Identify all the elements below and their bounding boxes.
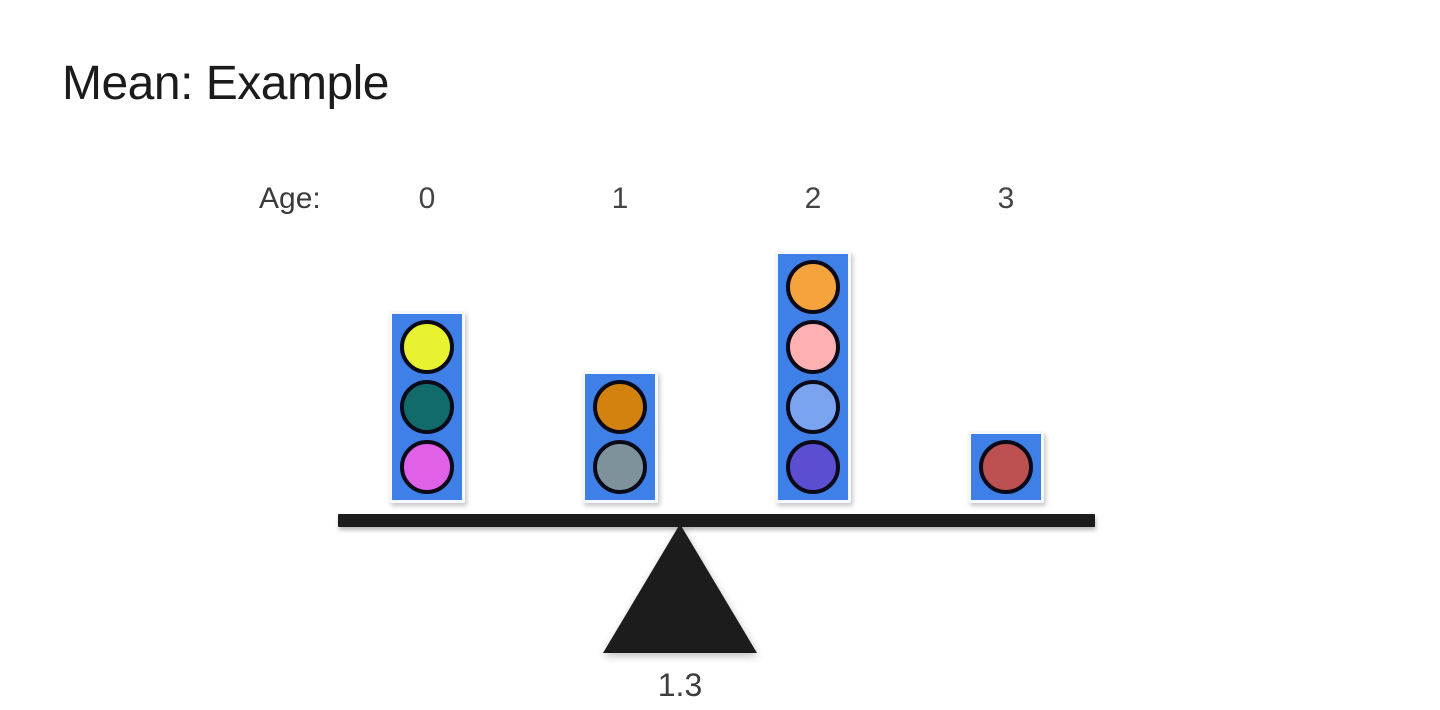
dot-pink: [786, 320, 840, 374]
age-tick-3: 3: [997, 182, 1015, 215]
dot-yellow: [400, 320, 454, 374]
dot-light-blue: [786, 380, 840, 434]
dot-stack-age-3: [968, 431, 1044, 503]
dot-slate-gray: [593, 440, 647, 494]
mean-value-label: 1.3: [657, 667, 703, 703]
age-tick-1: 1: [611, 182, 629, 215]
dot-stack-age-2: [775, 251, 851, 503]
balance-beam: [338, 514, 1095, 527]
page-title: Mean: Example: [62, 57, 390, 110]
dot-brick-red: [979, 440, 1033, 494]
dot-orange: [786, 260, 840, 314]
age-axis-label: Age:: [259, 182, 321, 215]
dot-stack-age-0: [389, 311, 465, 503]
dot-teal: [400, 380, 454, 434]
dot-magenta: [400, 440, 454, 494]
dot-purple: [786, 440, 840, 494]
age-tick-2: 2: [804, 182, 822, 215]
dot-dark-orange: [593, 380, 647, 434]
dot-stack-age-1: [582, 371, 658, 503]
age-tick-0: 0: [418, 182, 436, 215]
age-axis: Age: 0 1 2 3: [0, 178, 1440, 220]
fulcrum-triangle-icon: [603, 524, 757, 653]
